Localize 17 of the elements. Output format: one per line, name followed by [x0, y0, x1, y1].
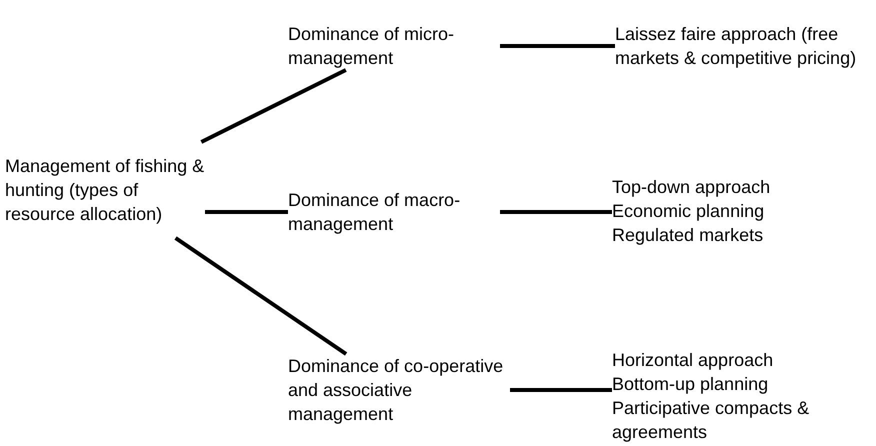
- node-text: Bottom-up planning: [612, 373, 770, 396]
- node-text: Regulated markets: [612, 224, 764, 247]
- connector-line: [200, 68, 347, 144]
- connector-line: [500, 210, 612, 214]
- connector-line: [510, 388, 612, 392]
- node-text: Top-down approach: [612, 176, 772, 199]
- node-text: Horizontal approach: [612, 349, 774, 372]
- connector-line: [174, 236, 348, 356]
- node-text: Participative compacts & agreements: [612, 397, 810, 444]
- connector-line: [500, 44, 615, 48]
- connector-line: [205, 210, 288, 214]
- node-text: Economic planning: [612, 200, 766, 223]
- node-text: Laissez faire approach (free markets & competitive pricing): [615, 23, 858, 70]
- node-text: Dominance of macro- management: [288, 189, 462, 236]
- node-text: Management of fishing & hunting (types of resource allocation): [5, 155, 205, 226]
- node-text: Dominance of micro- management: [288, 23, 456, 70]
- node-text: Dominance of co-operative and associative management: [288, 355, 504, 426]
